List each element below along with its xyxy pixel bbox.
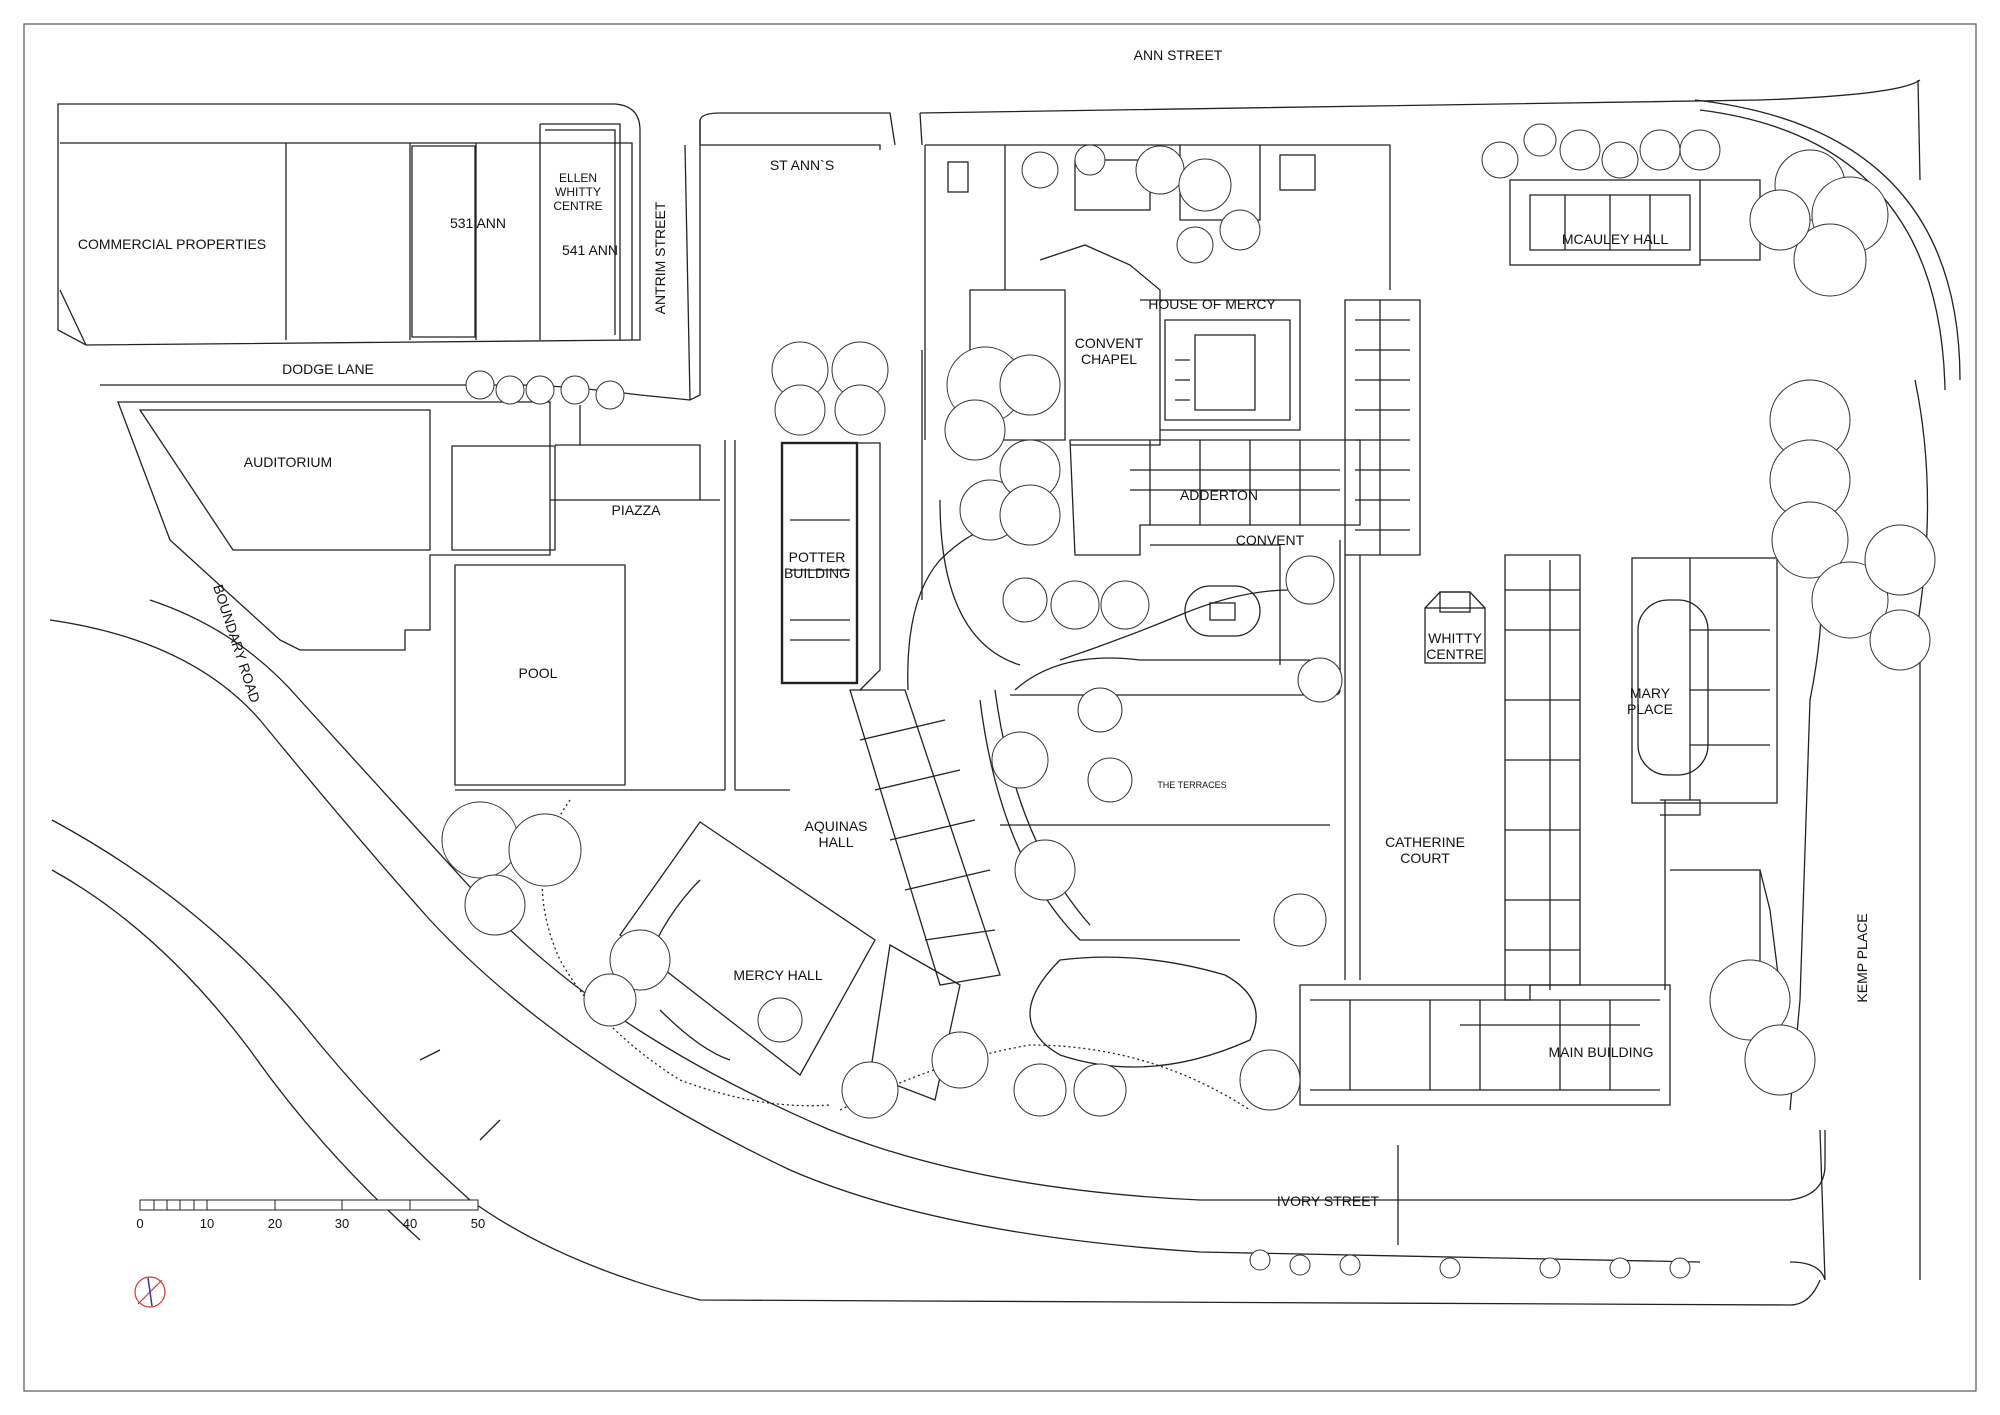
the-terraces-label: THE TERRACES xyxy=(1157,780,1226,790)
531-ann-label: 531 ANN xyxy=(450,215,506,231)
pool-outline xyxy=(454,564,626,786)
auditorium-precinct xyxy=(117,401,551,651)
convent-oval-lawn xyxy=(1184,585,1261,637)
catherine-court-label-1: CATHERINE xyxy=(1385,834,1465,850)
east-wing-outline xyxy=(1504,554,1581,1001)
ellen-whitty-label-2: WHITTY xyxy=(555,185,601,199)
scale-tick-40: 40 xyxy=(403,1216,417,1231)
main-building-outline xyxy=(1299,984,1671,1106)
convent-label: CONVENT xyxy=(1236,532,1305,548)
commercial-block-outline xyxy=(57,103,641,346)
commercial-properties-label: COMMERCIAL PROPERTIES xyxy=(78,236,266,252)
mcauley-hall-label: MCAULEY HALL xyxy=(1562,231,1669,247)
aquinas-hall-outline xyxy=(849,689,1001,986)
whitty-centre-outline xyxy=(1424,607,1486,664)
st-anns-label: ST ANN`S xyxy=(770,157,834,173)
whitty-centre-label-1: WHITTY xyxy=(1428,630,1482,646)
ellen-whitty-label-1: ELLEN xyxy=(559,171,597,185)
mcauley-hall-outline xyxy=(1509,179,1701,266)
tree-canopies xyxy=(441,123,1936,1279)
piazza-label: PIAZZA xyxy=(611,502,661,518)
scale-tick-20: 20 xyxy=(268,1216,282,1231)
aquinas-hall-label-2: HALL xyxy=(818,834,853,850)
541-ann-label: 541 ANN xyxy=(562,242,618,258)
mercy-hall-outline xyxy=(619,821,876,1076)
kemp-place-label: KEMP PLACE xyxy=(1854,913,1870,1002)
boundary-road-edge-1 xyxy=(49,619,1701,1263)
mercy-hall-label: MERCY HALL xyxy=(733,967,822,983)
adderton-label: ADDERTON xyxy=(1180,487,1258,503)
ivory-street-label: IVORY STREET xyxy=(1277,1193,1380,1209)
house-of-mercy-label: HOUSE OF MERCY xyxy=(1148,296,1276,312)
whitty-centre-label-2: CENTRE xyxy=(1426,646,1484,662)
main-building-label: MAIN BUILDING xyxy=(1548,1044,1653,1060)
ellen-whitty-label-3: CENTRE xyxy=(553,199,602,213)
potter-building-outline xyxy=(780,441,859,685)
potter-building-label-1: POTTER xyxy=(789,549,846,565)
lower-lawn xyxy=(1029,956,1257,1068)
mary-place-label-2: PLACE xyxy=(1627,701,1673,717)
scale-bar: 0 10 20 30 40 50 xyxy=(136,1199,485,1231)
sheet-border xyxy=(23,23,1977,1392)
catherine-court-label-2: COURT xyxy=(1400,850,1450,866)
pool-label: POOL xyxy=(519,665,558,681)
scale-tick-30: 30 xyxy=(335,1216,349,1231)
antrim-street-label: ANTRIM STREET xyxy=(652,201,668,314)
house-of-mercy-outline xyxy=(1164,319,1291,421)
ann-street-label: ANN STREET xyxy=(1134,47,1223,63)
dodge-lane-label: DODGE LANE xyxy=(282,361,374,377)
convent-chapel-label-2: CHAPEL xyxy=(1081,351,1137,367)
mary-place-outline xyxy=(1631,557,1778,804)
auditorium-label: AUDITORIUM xyxy=(244,454,332,470)
mary-place-label-1: MARY xyxy=(1630,685,1671,701)
mary-place-oval xyxy=(1637,599,1709,776)
potter-building-label-2: BUILDING xyxy=(784,565,850,581)
convent-chapel-label-1: CONVENT xyxy=(1075,335,1144,351)
boundary-road-edge-2 xyxy=(149,599,1826,1201)
scale-tick-50: 50 xyxy=(471,1216,485,1231)
scale-tick-10: 10 xyxy=(200,1216,214,1231)
compass-rose-icon xyxy=(134,1276,166,1308)
aquinas-hall-label-1: AQUINAS xyxy=(804,818,867,834)
ann-street-curb xyxy=(919,79,1921,114)
scale-tick-0: 0 xyxy=(136,1216,143,1231)
